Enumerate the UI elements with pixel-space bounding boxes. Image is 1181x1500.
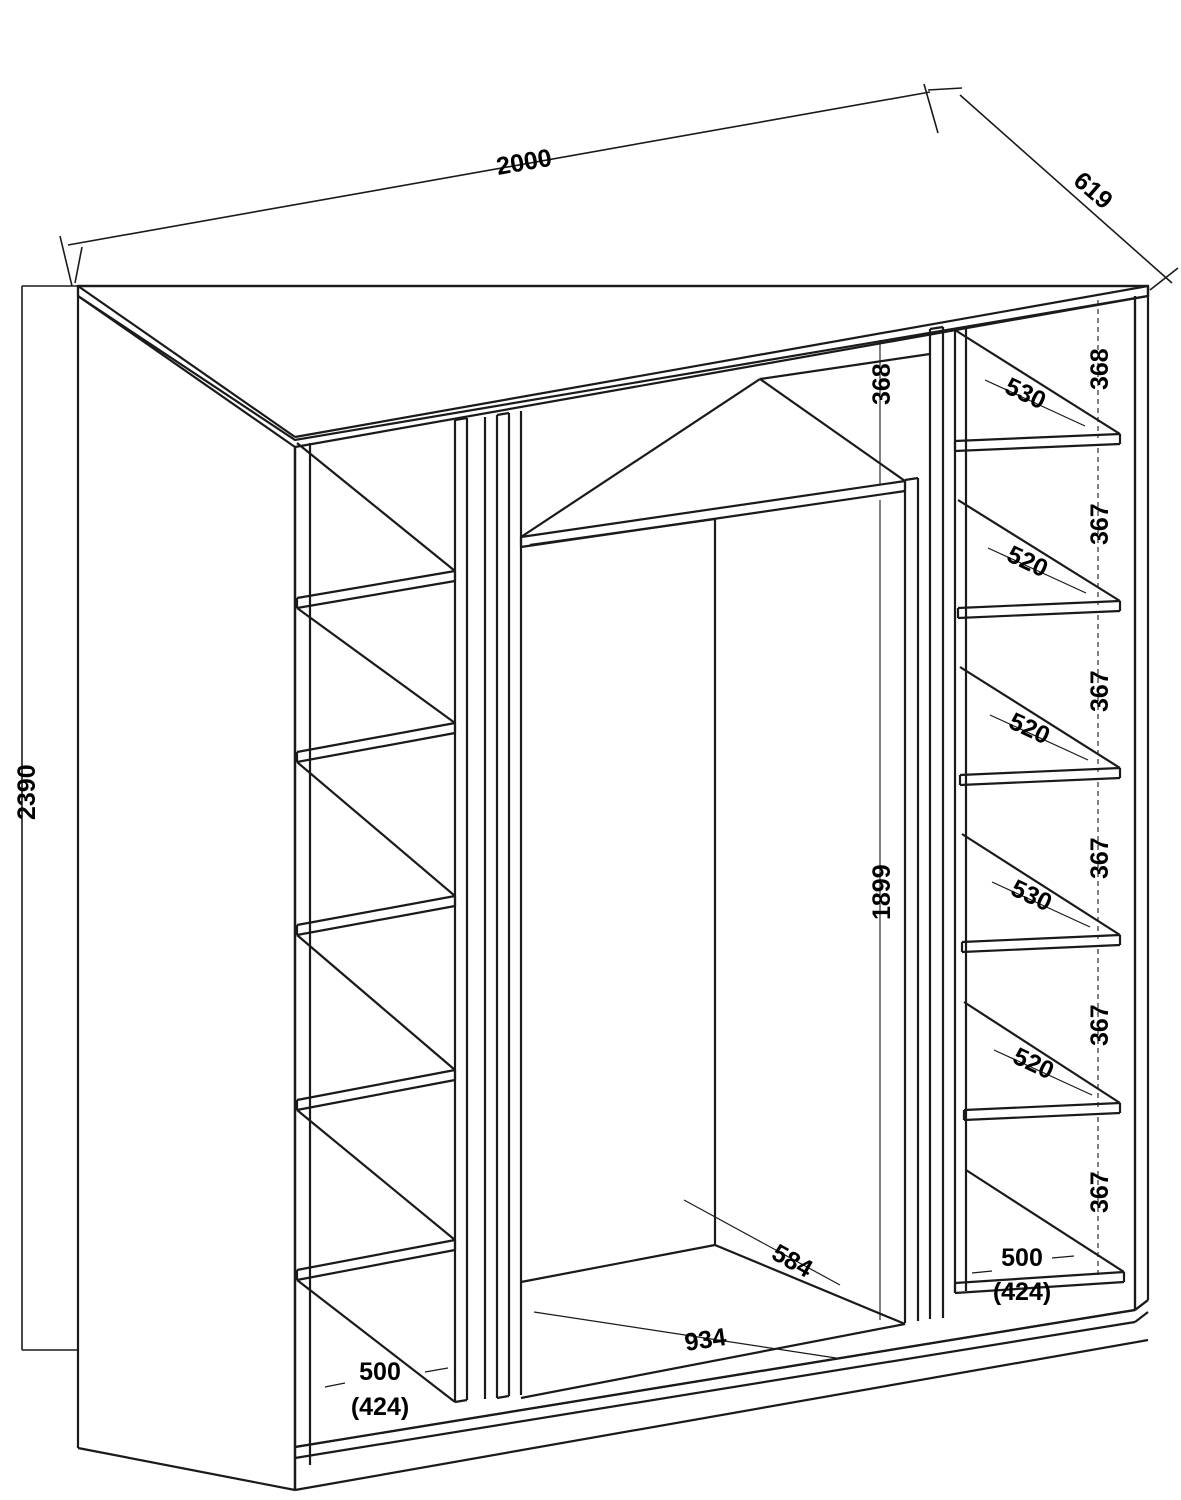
right-shelf-width-label: 500 <box>1001 1244 1043 1272</box>
center-top-shelf <box>519 378 907 549</box>
hanging-rail <box>529 517 717 1245</box>
depth-dimension-619 <box>927 87 1179 291</box>
right-gap-label-1: 368 <box>1086 348 1114 390</box>
center-bottom-width-label: 934 <box>683 1323 728 1357</box>
left-shelf-width-label: 500 <box>359 1358 401 1386</box>
right-shelf-depth-label-1: 530 <box>1001 372 1051 415</box>
right-shelf-depth-label-4: 530 <box>1007 874 1057 917</box>
dimension-height-label: 2390 <box>13 764 41 820</box>
right-shelf-2 <box>956 499 1122 620</box>
height-dimension-2390 <box>21 285 78 1351</box>
left-side-panel <box>76 296 297 1492</box>
left-shelf-1 <box>295 442 457 610</box>
left-compartment <box>295 416 469 1465</box>
right-compartment <box>953 329 1126 1295</box>
right-shelf-depth-label-2: 520 <box>1003 540 1053 583</box>
base-plinth <box>293 1299 1149 1492</box>
right-gap-label-6: 367 <box>1086 1171 1114 1213</box>
right-shelf-depth-leaders <box>984 379 1093 1096</box>
left-shelf-4 <box>295 934 457 1112</box>
right-gap-label-3: 367 <box>1086 670 1114 712</box>
center-hanging-height-label: 1899 <box>868 864 896 920</box>
left-shelf-3 <box>295 761 457 937</box>
right-side-panel <box>1133 286 1150 1311</box>
right-gap-label-4: 367 <box>1086 837 1114 879</box>
right-shelf-1 <box>953 329 1122 453</box>
dimension-width-label: 2000 <box>494 144 554 181</box>
center-compartment <box>483 325 945 1400</box>
bottom-center-dimensions <box>533 1199 841 1359</box>
right-shelf-depth-label-5: 520 <box>1009 1042 1059 1085</box>
right-shelf-width-inner-label: (424) <box>993 1278 1051 1306</box>
left-shelf-5 <box>295 1109 457 1282</box>
shelf-width-ticks <box>324 1255 1075 1388</box>
left-shelf-2 <box>295 607 457 764</box>
right-shelf-5 <box>962 1001 1122 1122</box>
right-gap-label-5: 367 <box>1086 1004 1114 1046</box>
right-shelf-depth-label-3: 520 <box>1005 707 1055 750</box>
right-shelf-3 <box>958 666 1122 787</box>
right-shelf-4 <box>960 833 1122 954</box>
dimension-depth-label: 619 <box>1068 166 1118 215</box>
center-bottom-panel <box>520 1243 906 1400</box>
center-bottom-depth-label: 584 <box>767 1239 817 1284</box>
left-shelf-width-inner-label: (424) <box>351 1393 409 1421</box>
width-dimension-2000 <box>59 83 939 287</box>
right-gap-label-2: 367 <box>1086 503 1114 545</box>
top-panel <box>76 284 1150 449</box>
center-top-gap-label: 368 <box>868 363 896 405</box>
